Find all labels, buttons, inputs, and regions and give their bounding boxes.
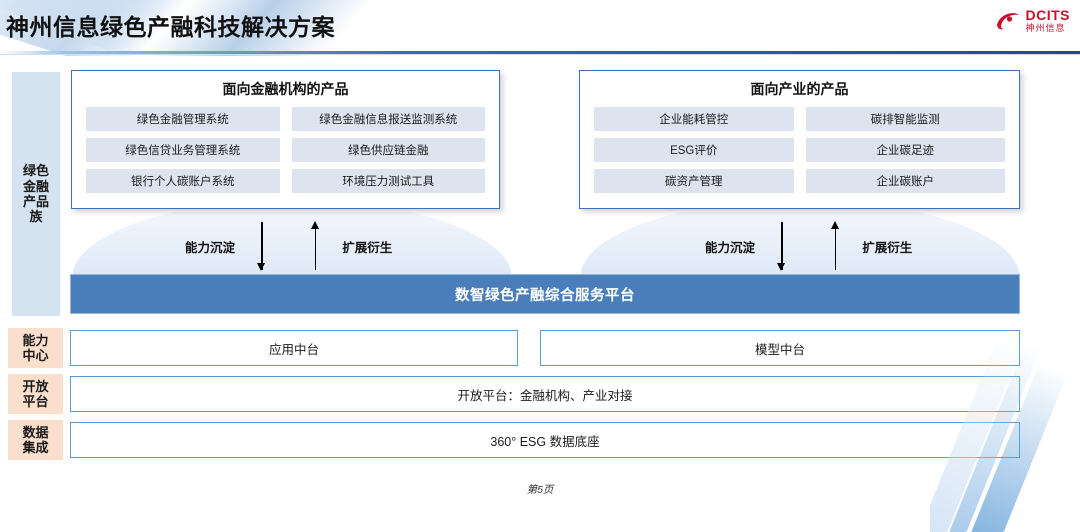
sidebar-item-green-finance-product-family[interactable]: 绿色金融产品族 [12,72,60,316]
flow-label-down: 能力沉淀 [705,240,756,255]
product-panel-financial-institutions: 面向金融机构的产品 绿色金融管理系统 绿色金融信息报送监测系统 绿色信贷业务管理… [71,70,500,209]
sidebar-item-capability-center[interactable]: 能力中心 [8,328,63,368]
flow-label-up: 扩展衍生 [862,240,913,255]
arrow-down-icon [258,222,265,271]
product-cell[interactable]: 绿色金融信息报送监测系统 [291,107,485,131]
page-number: 第5页 [526,484,554,496]
sidebar-label-text: 能力中心 [22,332,49,363]
dcits-logo-text: DCITS 神州信息 [1026,8,1071,33]
product-panel-industry: 面向产业的产品 企业能耗管控 碳排智能监测 ESG评价 企业碳足迹 碳资产管理 … [579,70,1020,209]
layer-box-application-middle-platform[interactable]: 应用中台 [70,330,518,366]
logo-text-cn: 神州信息 [1025,23,1066,33]
layer-box-model-middle-platform[interactable]: 模型中台 [540,330,1020,366]
product-cell[interactable]: 绿色信贷业务管理系统 [86,138,280,162]
layer-box-open-platform[interactable]: 开放平台：金融机构、产业对接 [70,376,1020,412]
flow-label-up: 扩展衍生 [342,240,393,255]
header-divider-line-thin [0,54,1080,55]
sidebar-label-text: 绿色金融产品族 [22,163,49,225]
logo-text-en: DCITS [1025,7,1070,23]
arrow-down-icon [778,222,785,271]
arrow-up-icon [311,221,319,270]
product-cell[interactable]: 企业碳足迹 [805,138,1005,162]
flow-group-right: 能力沉淀 扩展衍生 [705,218,912,274]
flow-label-down: 能力沉淀 [185,240,236,255]
panel-title: 面向金融机构的产品 [222,81,349,97]
sidebar-item-open-platform[interactable]: 开放平台 [8,374,63,414]
platform-bar[interactable]: 数智绿色产融综合服务平台 [70,274,1020,314]
product-grid: 绿色金融管理系统 绿色金融信息报送监测系统 绿色信贷业务管理系统 绿色供应链金融… [72,99,499,193]
product-cell[interactable]: 碳资产管理 [594,169,794,193]
product-cell[interactable]: 银行个人碳账户系统 [86,169,280,193]
arch-shape-right [580,212,1020,278]
sidebar-label-text: 开放平台 [22,378,49,409]
header-divider-line [0,51,1080,54]
product-cell[interactable]: 碳排智能监测 [805,107,1005,131]
sidebar-label-text: 数据集成 [22,424,49,455]
product-cell[interactable]: 绿色供应链金融 [291,138,485,162]
page-header: 神州信息绿色产融科技解决方案 DCITS 神州信息 [0,0,1080,56]
sidebar-item-data-integration[interactable]: 数据集成 [8,420,63,460]
product-cell[interactable]: ESG评价 [594,138,794,162]
product-grid: 企业能耗管控 碳排智能监测 ESG评价 企业碳足迹 碳资产管理 企业碳账户 [580,99,1019,193]
flow-group-left: 能力沉淀 扩展衍生 [185,218,392,274]
arrow-up-icon [831,221,839,270]
page-title: 神州信息绿色产融科技解决方案 [6,14,335,40]
product-cell[interactable]: 绿色金融管理系统 [86,107,280,131]
product-cell[interactable]: 环境压力测试工具 [291,169,485,193]
product-cell[interactable]: 企业能耗管控 [594,107,794,131]
panel-title: 面向产业的产品 [750,81,849,97]
dcits-logo-mark-icon [995,10,1021,32]
arch-shape-left [72,212,512,278]
layer-box-data-foundation[interactable]: 360° ESG 数据底座 [70,422,1020,458]
product-cell[interactable]: 企业碳账户 [805,169,1005,193]
dcits-logo: DCITS 神州信息 [995,8,1071,33]
